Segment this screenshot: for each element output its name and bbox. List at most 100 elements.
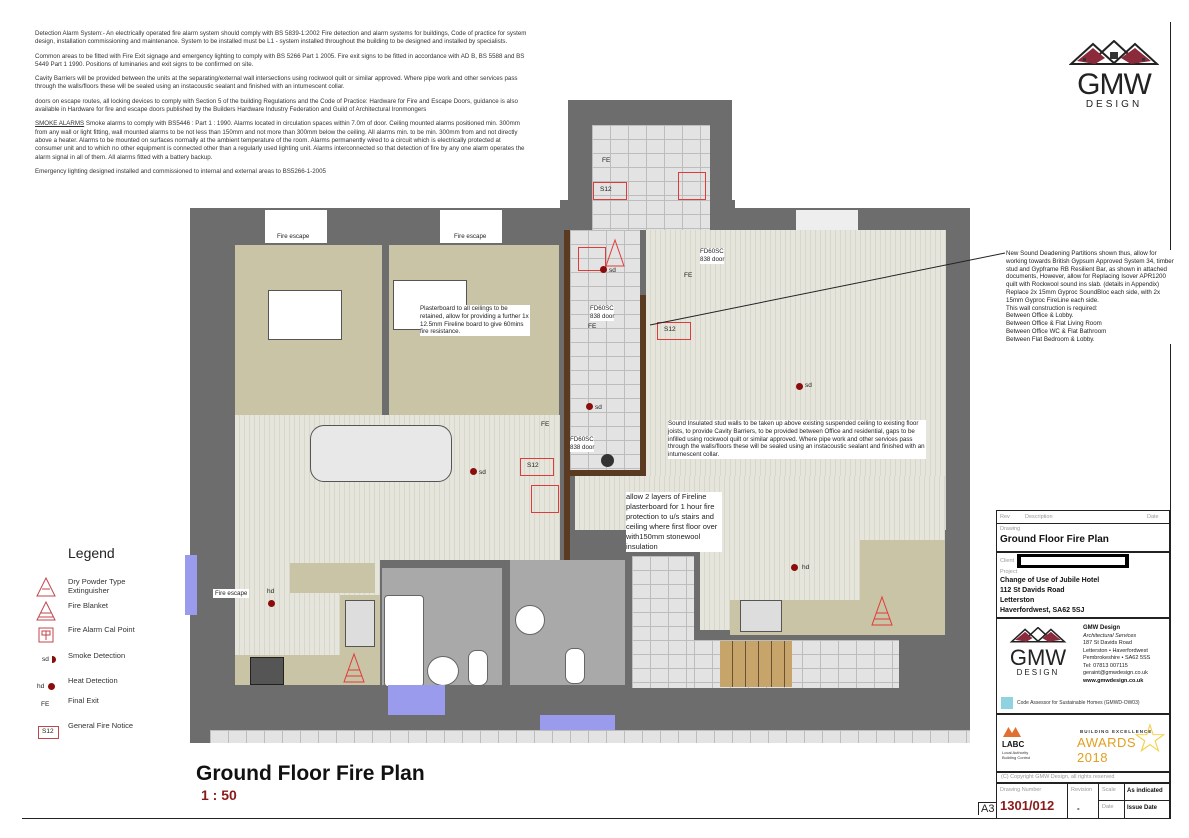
project-address: Change of Use of Jubile Hotel 112 St Dav… [1000,577,1100,614]
legend-item-heat: hd Heat Detection [37,676,118,690]
final-exit-tag-1: FE [602,157,611,164]
smoke-detector [586,403,593,410]
fire-notice-s12: S12 [593,182,627,200]
fire-blanket-icon [36,601,56,621]
extinguisher-icon [343,652,365,683]
smoke-detector [600,266,607,273]
sd-tag: sd [595,404,602,411]
copyright-box: (C) Copyright GMW Design, all rights res… [996,772,1170,783]
door-label-3: FD60SC 838 door [570,436,595,452]
partition-wall-bottom [564,470,646,476]
service-point [601,454,614,467]
drawing-name-box: Drawing Ground Floor Fire Plan [996,523,1170,552]
fire-escape-label-1: Fire escape [275,232,312,241]
award-text: AWARDS 2018 [1077,735,1137,765]
bed-1 [268,290,342,340]
fire-notice-icon: S12 [38,726,59,739]
fire-escape-window-3 [185,555,197,615]
drawing-scale: 1 : 50 [201,787,237,803]
project-box: Client Project Change of Use of Jubile H… [996,552,1170,618]
heat-detector [268,600,275,607]
fire-notice-s12: S12 [657,322,691,340]
final-exit-icon: FE [41,701,50,708]
company-email: geraint@gmwdesign.co.uk [1083,670,1148,676]
fire-escape-label-2: Fire escape [452,232,489,241]
staircase [720,641,792,687]
note-detection: Detection Alarm System:- An electrically… [35,30,527,46]
divider [1098,784,1099,818]
drawing-title: Ground Floor Fire Plan [196,762,425,785]
vent-purple-2 [540,715,615,730]
legend-title: Legend [68,545,115,561]
final-exit-tag-4: FE [541,421,550,428]
legend-item-smoke: sd Smoke Detection [42,651,126,663]
revision-header: Rev Description Date [996,510,1170,524]
divider [1124,784,1125,818]
sd-tag: sd [805,382,812,389]
legend-item-fire-blanket: Fire Blanket [35,601,185,623]
hob [250,657,284,685]
partition-wall-left [564,230,570,560]
legend-item-extinguisher: Dry Powder Type Extinguisher [35,577,185,599]
office-wc-pan [565,648,585,684]
divider [1098,800,1169,801]
heat-detector-icon: hd [37,683,45,690]
final-exit-tag-3: FE [588,323,597,330]
wc [468,650,488,686]
note-cavity-barriers: Cavity Barriers will be provided between… [35,75,518,91]
call-point [531,485,559,513]
bath [384,595,424,687]
entrance-lobby [592,125,710,210]
gmw-logo: GMW DESIGN [1064,39,1164,110]
window-3 [796,210,858,230]
rear-lobby [632,556,694,688]
partition-note: New Sound Deadening Partitions shown thu… [1006,250,1178,344]
note-common-areas: Common areas to be fitted with Fire Exit… [35,52,525,68]
note-smoke-alarms: SMOKE ALARMS Smoke alarms to comply with… [35,120,525,161]
sound-insulated-note: Sound Insulated stud walls to be taken u… [668,420,926,459]
heat-detector [791,564,798,571]
drawing-frame [22,22,1171,819]
vent-purple [388,685,445,715]
extinguisher-icon [605,238,625,267]
smoke-detector-dot [52,656,56,663]
labc-award-box: LABC Local Authority Building Control BU… [996,714,1170,772]
call-point-icon [38,627,54,643]
fireline-note: allow 2 layers of Fireline plasterboard … [626,492,722,552]
extinguisher-icon [871,595,893,626]
kitchen-counter [290,563,375,593]
sheet-size: A3 [978,802,997,815]
leader-line [649,252,1006,326]
partition-wall-right [640,295,646,475]
heat-detector-dot [48,683,55,690]
door-label-1: FD60SC 838 door [700,248,725,264]
note-doors: doors on escape routes, all locking devi… [35,97,518,114]
basin [427,656,459,686]
final-exit-tag-2: FE [684,272,693,279]
client-redaction [1017,554,1129,568]
call-point [678,172,706,200]
general-notes: Detection Alarm System:- An electrically… [35,30,527,182]
company-website: www.gmwdesign.co.uk [1083,677,1144,684]
legend-item-fire-notice: S12 General Fire Notice [35,721,185,743]
drawing-number: 1301/012 [1000,798,1055,813]
fire-notice-s12: S12 [520,458,554,476]
company-logo: GMW DESIGN [1003,626,1073,677]
star-icon: ☆ [1132,717,1168,761]
office-basin [515,605,545,635]
smoke-detector-icon: sd [42,656,49,663]
kitchen-sink [345,600,375,647]
smoke-alarms-heading: SMOKE ALARMS [35,120,85,128]
plasterboard-note: Plasterboard to all ceilings to be retai… [420,305,530,337]
fire-escape-label-3: Fire escape [213,589,250,598]
lobby-link [592,200,710,230]
sofa [310,425,452,482]
door-label-2: FD60SC 838 door [590,305,615,321]
legend-item-final-exit: FE Final Exit [41,696,99,708]
sd-tag: sd [479,469,486,476]
hd-tag: hd [267,588,275,595]
company-box: GMW DESIGN GMW Design Architectural Serv… [996,618,1170,714]
call-point [578,247,606,271]
legend-item-call-point: Fire Alarm Cal Point [35,625,185,647]
company-details: GMW Design Architectural Services 187 St… [1083,625,1151,684]
